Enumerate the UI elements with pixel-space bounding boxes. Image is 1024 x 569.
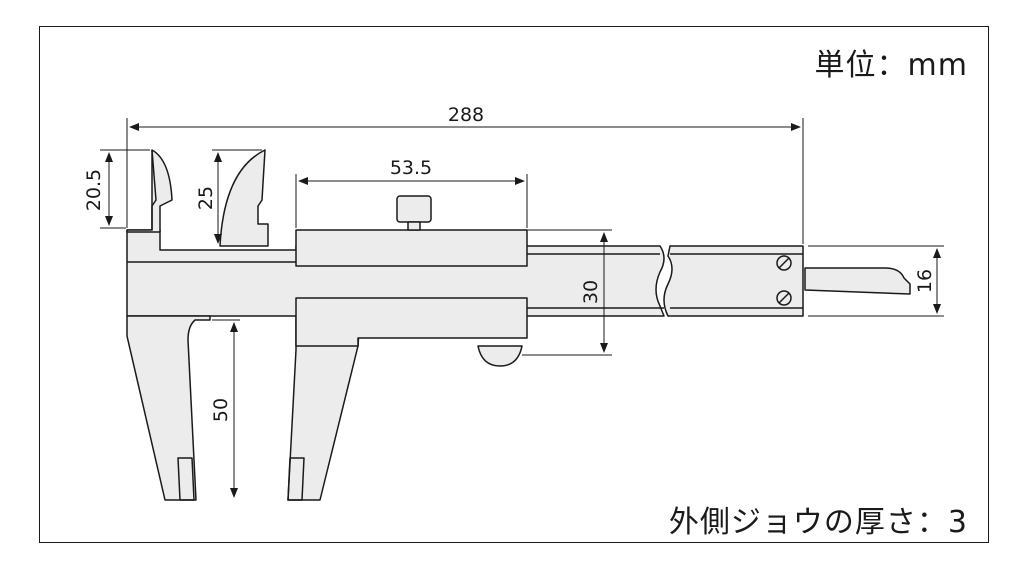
- dim-depth-rod: 16: [914, 269, 936, 293]
- dim-upper-jaw-right: 25: [195, 186, 217, 210]
- slider-lower: [295, 297, 528, 347]
- clamp-screw: [396, 195, 432, 223]
- unit-note: 単位：mm: [814, 48, 968, 83]
- jaw-thickness-note: 外側ジョウの厚さ：3: [668, 505, 968, 540]
- dim-beam-height: 30: [580, 280, 602, 304]
- drawing-frame: [39, 26, 989, 543]
- dim-slider-length: 53.5: [390, 157, 432, 179]
- dim-overall-length: 288: [448, 104, 484, 126]
- depth-rod: [804, 267, 911, 295]
- fixed-lower-jaw: [126, 315, 211, 501]
- fixed-upper-jaw: [126, 149, 173, 233]
- moving-upper-jaw: [219, 149, 269, 247]
- dim-upper-jaw-left: 20.5: [83, 169, 105, 211]
- thumb-wheel: [477, 345, 523, 367]
- dim-lower-jaw: 50: [210, 398, 232, 422]
- slider-upper: [295, 229, 528, 267]
- main-beam: [126, 229, 665, 317]
- main-beam-right: [663, 245, 804, 317]
